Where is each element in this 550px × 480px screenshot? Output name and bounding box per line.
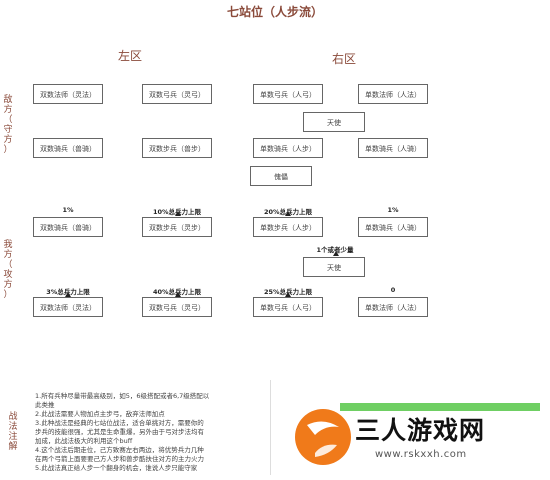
ally-row2-arrow-3: [285, 292, 291, 297]
site-watermark: 三人游戏网 www.rskxxh.com: [285, 395, 550, 476]
enemy-row1-unit-2: 双数弓兵（灵弓）: [142, 84, 212, 104]
note-line: 1.所有兵种尽量带最高级别，如5，6级搭配或者6,7级搭配以: [35, 392, 210, 400]
ally-row2-unit-2: 双数弓兵（灵弓）: [142, 297, 212, 317]
ally-row1-unit-2: 双数步兵（灵步）: [142, 217, 212, 237]
ally-row2-pct-4: 0: [390, 286, 396, 294]
ally-row2-unit-4: 单数法师（人法）: [358, 297, 428, 317]
strategy-notes: 1.所有兵种尽量带最高级别，如5，6级搭配或者6,7级搭配以 此类推 2.此战法…: [35, 392, 270, 473]
ally-row2-unit-1: 双数法师（灵法）: [33, 297, 103, 317]
enemy-side-label: 敌方（守方）: [3, 95, 13, 155]
enemy-row2-unit-3: 单数骑兵（人步）: [253, 138, 323, 158]
enemy-row2-unit-4: 单数骑兵（人骑）: [358, 138, 428, 158]
left-zone-label: 左区: [118, 49, 143, 63]
note-line: 在两个弓箭上面要要己方人步和兽步酷扶住对方的主力火力: [35, 455, 204, 463]
ally-row1-arrow-3: [285, 211, 291, 216]
page-title: 七站位（人步流）: [226, 5, 323, 19]
enemy-row2-unit-2: 双数步兵（兽步）: [142, 138, 212, 158]
notes-divider: [270, 380, 271, 475]
ally-row2-arrow-1: [65, 292, 71, 297]
enemy-row1-unit-4: 单数法师（人法）: [358, 84, 428, 104]
note-line: 3.此种战法是经典的七站位战法，适合单挑对方，需要你的: [35, 419, 204, 427]
ally-row2-arrow-2: [175, 292, 181, 297]
watermark-brand: 三人游戏网: [355, 416, 486, 445]
note-line: 步兵的技能很强，尤其是生命重爆，另外由于弓对步法均有: [35, 428, 204, 436]
ally-row1-unit-1: 双数骑兵（兽骑）: [33, 217, 103, 237]
ally-row2-unit-3: 单数弓兵（人弓）: [253, 297, 323, 317]
ally-angel-arrow: [333, 251, 339, 256]
enemy-angel-unit: 天使: [303, 112, 365, 132]
ally-row1-unit-4: 单数骑兵（人骑）: [358, 217, 428, 237]
ally-angel-pct: 1个或者少量: [316, 246, 354, 254]
note-line: 2.此战法需要人物加点主步弓，敌弃法师加点: [35, 410, 165, 418]
note-line: 5.此战法真正给人步一个翻身的机会，谁说人步只能守家: [35, 464, 198, 472]
note-line: 4.这个战法后期走位，己方致赛左右两边，将优势兵力几种: [35, 446, 204, 454]
watermark-url: www.rskxxh.com: [375, 449, 467, 460]
right-zone-label: 右区: [332, 52, 357, 66]
ally-row1-arrow-2: [175, 211, 181, 216]
ally-row1-unit-3: 单数步兵（人步）: [253, 217, 323, 237]
ally-row1-pct-1: 1%: [62, 206, 74, 214]
ally-side-label: 我方（攻方）: [3, 240, 13, 300]
watermark-logo: [285, 395, 550, 476]
enemy-row1-unit-1: 双数法师（灵法）: [33, 84, 103, 104]
ally-angel-unit: 天使: [303, 257, 365, 277]
note-line: 此类推: [35, 401, 55, 409]
note-line: 加成，此战法极大的利用这个buff: [35, 437, 133, 445]
ally-row1-pct-4: 1%: [387, 206, 399, 214]
notes-side-label: 战法注解: [8, 412, 18, 452]
enemy-puppet-unit: 傀儡: [250, 166, 312, 186]
enemy-row2-unit-1: 双数骑兵（兽骑）: [33, 138, 103, 158]
enemy-row1-unit-3: 单数弓兵（人弓）: [253, 84, 323, 104]
